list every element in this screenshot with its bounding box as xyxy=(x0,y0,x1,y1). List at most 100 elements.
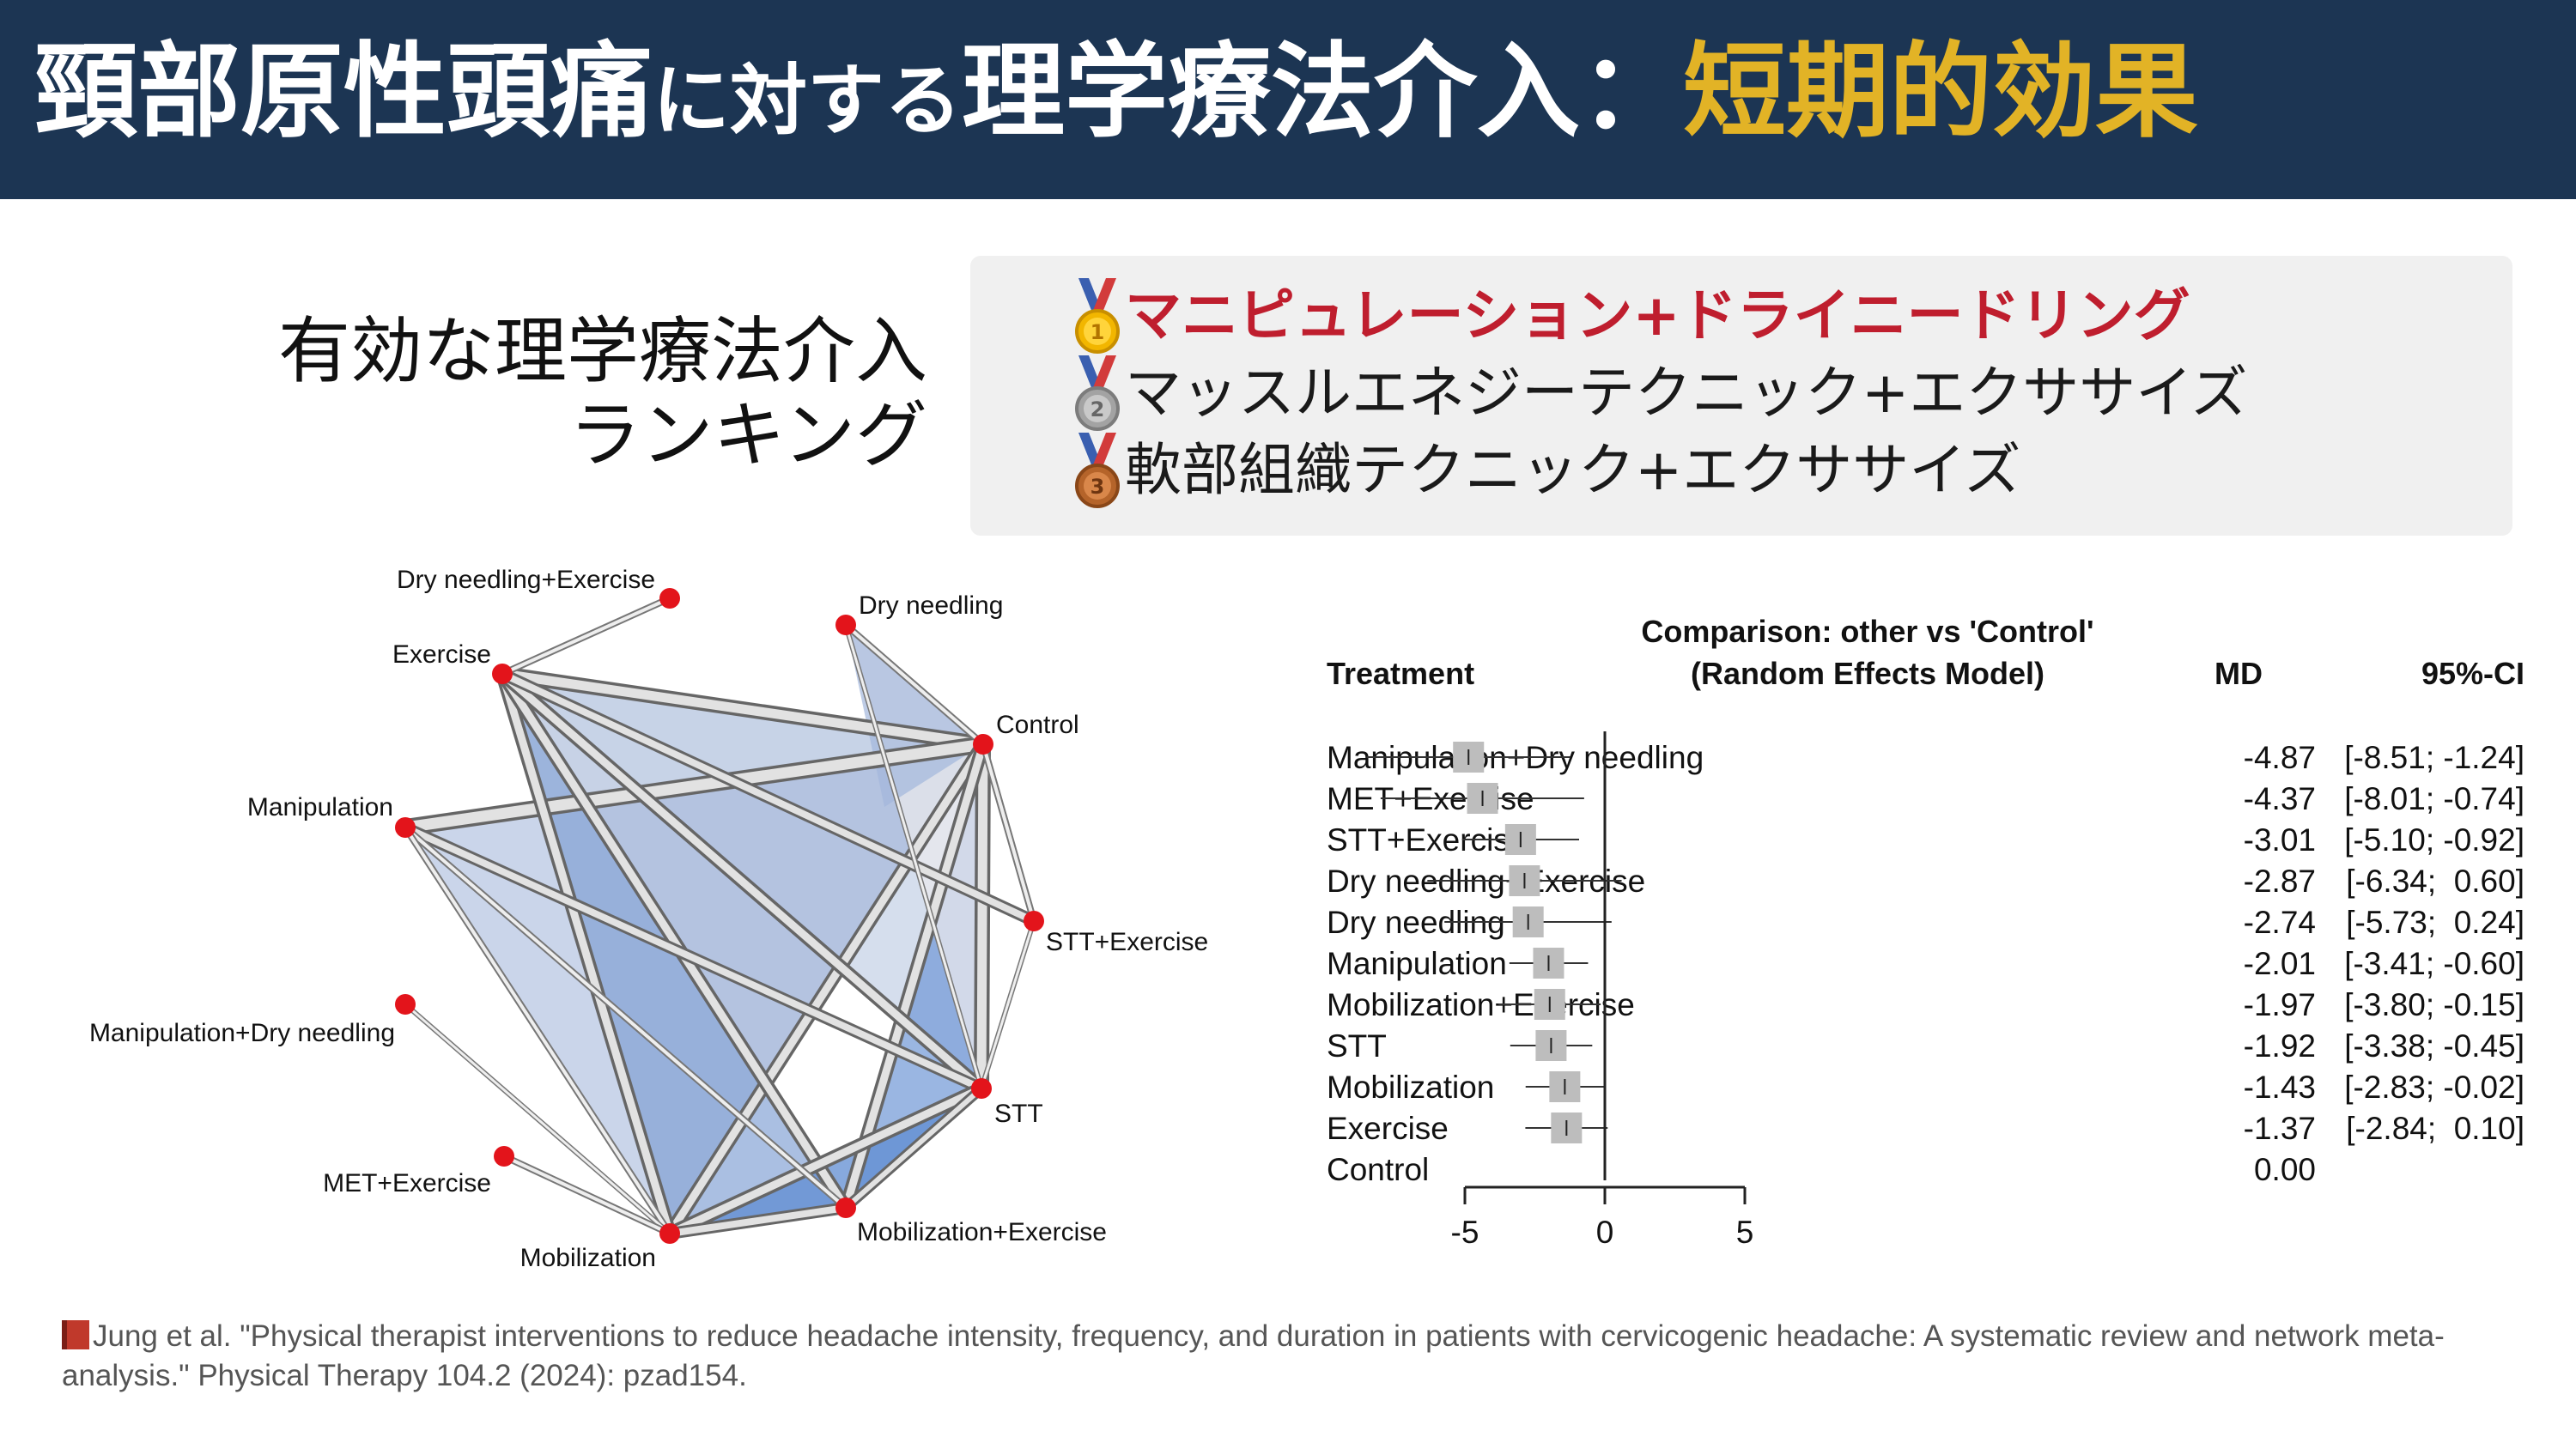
md-value: -3.01 xyxy=(2244,822,2316,858)
md-value: -1.37 xyxy=(2244,1111,2316,1146)
label-stt: STT xyxy=(994,1100,1043,1128)
x-tick-label: -5 xyxy=(1451,1215,1479,1250)
node-dry-needling xyxy=(835,615,856,635)
md-value: -1.97 xyxy=(2244,987,2316,1022)
forest-row: Mobilization+Exercise-1.97[-3.80; -0.15] xyxy=(1327,987,2524,1022)
citation-text: Jung et al. "Physical therapist interven… xyxy=(62,1319,2445,1392)
ranking-item-1-text: マニピュレーション+ドライニードリング xyxy=(1125,282,2190,349)
title-connector: に対する xyxy=(653,56,962,146)
treatment-label: Mobilization xyxy=(1327,1070,1494,1105)
network-triangles xyxy=(405,625,983,1234)
md-value: -4.87 xyxy=(2244,740,2316,775)
ranking-label: 有効な理学療法介入 ランキング xyxy=(206,309,927,477)
edge-stt-mobex xyxy=(841,1083,987,1213)
network-thin-edges xyxy=(402,595,1037,1237)
node-manipulation xyxy=(395,817,416,838)
book-icon xyxy=(62,1320,89,1349)
ci-value: [-2.83; -0.02] xyxy=(2344,1070,2524,1105)
treatment-label: Exercise xyxy=(1327,1111,1449,1146)
forest-row: Dry needling+Exercise-2.87[-6.34; 0.60] xyxy=(1327,864,2524,899)
forest-row: STT-1.92[-3.38; -0.45] xyxy=(1327,1028,2524,1064)
forest-axis: -5 0 5 xyxy=(1451,731,1754,1250)
network-labels: Dry needling+Exercise Dry needling Exerc… xyxy=(89,566,1208,1272)
forest-title: Comparison: other vs 'Control' xyxy=(1641,614,2093,649)
header-ci: 95%-CI xyxy=(2421,656,2524,691)
md-value: -4.37 xyxy=(2244,781,2316,816)
edge-control-mobex xyxy=(839,737,990,1215)
label-mobilization-exercise: Mobilization+Exercise xyxy=(857,1218,1107,1246)
label-dry-needling-exercise: Dry needling+Exercise xyxy=(397,566,655,594)
title-main: 頸部原性頭痛 xyxy=(34,33,653,152)
edge-mobilization-mobex xyxy=(664,1202,852,1240)
ci-value: [-8.01; -0.74] xyxy=(2344,781,2524,816)
edge-exercise-stt xyxy=(495,667,988,1095)
forest-rows: Manipulation+Dry needling-4.87[-8.51; -1… xyxy=(1327,740,2524,1187)
title-topic: 理学療法介入： xyxy=(962,33,1683,152)
forest-row: Dry needling-2.74[-5.73; 0.24] xyxy=(1327,905,2524,940)
forest-row: Mobilization -1.43 [-2.83; -0.02] xyxy=(1327,1070,2524,1105)
gold-medal-icon: 1 xyxy=(1075,278,1120,354)
forest-row: STT+Exercise-3.01[-5.10; -0.92] xyxy=(1327,822,2524,858)
edge-manipulation-mobex xyxy=(402,824,849,1211)
edge-exercise-mobilization xyxy=(495,667,677,1240)
forest-row: Exercise -1.37 [-2.84; 0.10] xyxy=(1327,1111,2524,1146)
md-value: -2.74 xyxy=(2244,905,2316,940)
md-value: -1.43 xyxy=(2244,1070,2316,1105)
label-mobilization: Mobilization xyxy=(520,1244,656,1272)
ranking-box: 1 マニピュレーション+ドライニードリング 2 マッスルエネジーテクニック+エク… xyxy=(970,256,2512,536)
silver-medal-icon: 2 xyxy=(1075,355,1120,431)
ranking-label-line1: 有効な理学療法介入 xyxy=(277,309,927,393)
edge-stt-mobilization xyxy=(663,1082,988,1240)
edge-sttex-stt xyxy=(979,919,1036,1091)
node-mobilization-exercise xyxy=(835,1197,856,1218)
edge-exercise-mobex xyxy=(495,667,853,1215)
citation: Jung et al. "Physical therapist interven… xyxy=(62,1317,2552,1396)
md-value: -2.01 xyxy=(2244,946,2316,981)
header-treatment: Treatment xyxy=(1327,656,1474,691)
label-dry-needling: Dry needling xyxy=(859,591,1003,620)
treatment-label: STT xyxy=(1327,1028,1387,1064)
edge-control-mobilization xyxy=(663,737,990,1240)
network-diagram: Dry needling+Exercise Dry needling Exerc… xyxy=(89,566,1208,1272)
slide-title: 頸部原性頭痛に対する理学療法介入：短期的効果 xyxy=(34,41,2198,144)
node-control xyxy=(973,734,993,755)
edge-manipulation-stt xyxy=(399,822,987,1094)
edge-exercise-sttex xyxy=(496,668,1040,927)
edge-drynd-stt xyxy=(843,622,984,1091)
node-stt-exercise xyxy=(1024,911,1044,931)
title-banner: 頸部原性頭痛に対する理学療法介入：短期的効果 xyxy=(0,0,2576,199)
ranking-item-2-text: マッスルエネジーテクニック+エクササイズ xyxy=(1125,360,2248,426)
label-exercise: Exercise xyxy=(392,640,491,669)
edge-drynd-ex-exercise xyxy=(499,595,673,677)
label-manipulation: Manipulation xyxy=(247,793,393,822)
md-value: 0.00 xyxy=(2254,1152,2316,1187)
forest-row: Manipulation-2.01[-3.41; -0.60] xyxy=(1327,946,2524,981)
network-nodes xyxy=(395,588,1044,1244)
md-value: -2.87 xyxy=(2244,864,2316,899)
medal-number-3: 3 xyxy=(1091,475,1105,499)
label-manipulation-dry-needling: Manipulation+Dry needling xyxy=(89,1019,395,1047)
ci-value: [-3.41; -0.60] xyxy=(2344,946,2524,981)
ci-value: [-5.73; 0.24] xyxy=(2346,905,2524,940)
ranking-item-3-text: 軟部組織テクニック+エクササイズ xyxy=(1125,437,2021,503)
ci-value: [-6.34; 0.60] xyxy=(2346,864,2524,899)
x-tick-label: 0 xyxy=(1596,1215,1614,1250)
header-md: MD xyxy=(2215,656,2263,691)
bronze-medal-icon: 3 xyxy=(1075,433,1120,508)
network-thick-edges xyxy=(397,666,1040,1240)
ci-value: [-2.84; 0.10] xyxy=(2346,1111,2524,1146)
forest-subtitle: (Random Effects Model) xyxy=(1691,656,2044,691)
edge-control-stt xyxy=(974,737,991,1096)
x-tick-label: 5 xyxy=(1736,1215,1754,1250)
forest-row: MET+Exercise-4.37[-8.01; -0.74] xyxy=(1327,781,2524,816)
forest-row: Manipulation+Dry needling-4.87[-8.51; -1… xyxy=(1327,740,2524,775)
edge-exercise-control xyxy=(495,666,991,752)
node-exercise xyxy=(492,664,513,684)
md-value: -1.92 xyxy=(2244,1028,2316,1064)
label-stt-exercise: STT+Exercise xyxy=(1046,928,1208,956)
edge-met-mobilization xyxy=(501,1153,673,1237)
edge-drynd-control xyxy=(842,621,987,748)
ci-value: [-8.51; -1.24] xyxy=(2344,740,2524,775)
label-met-exercise: MET+Exercise xyxy=(323,1169,491,1197)
